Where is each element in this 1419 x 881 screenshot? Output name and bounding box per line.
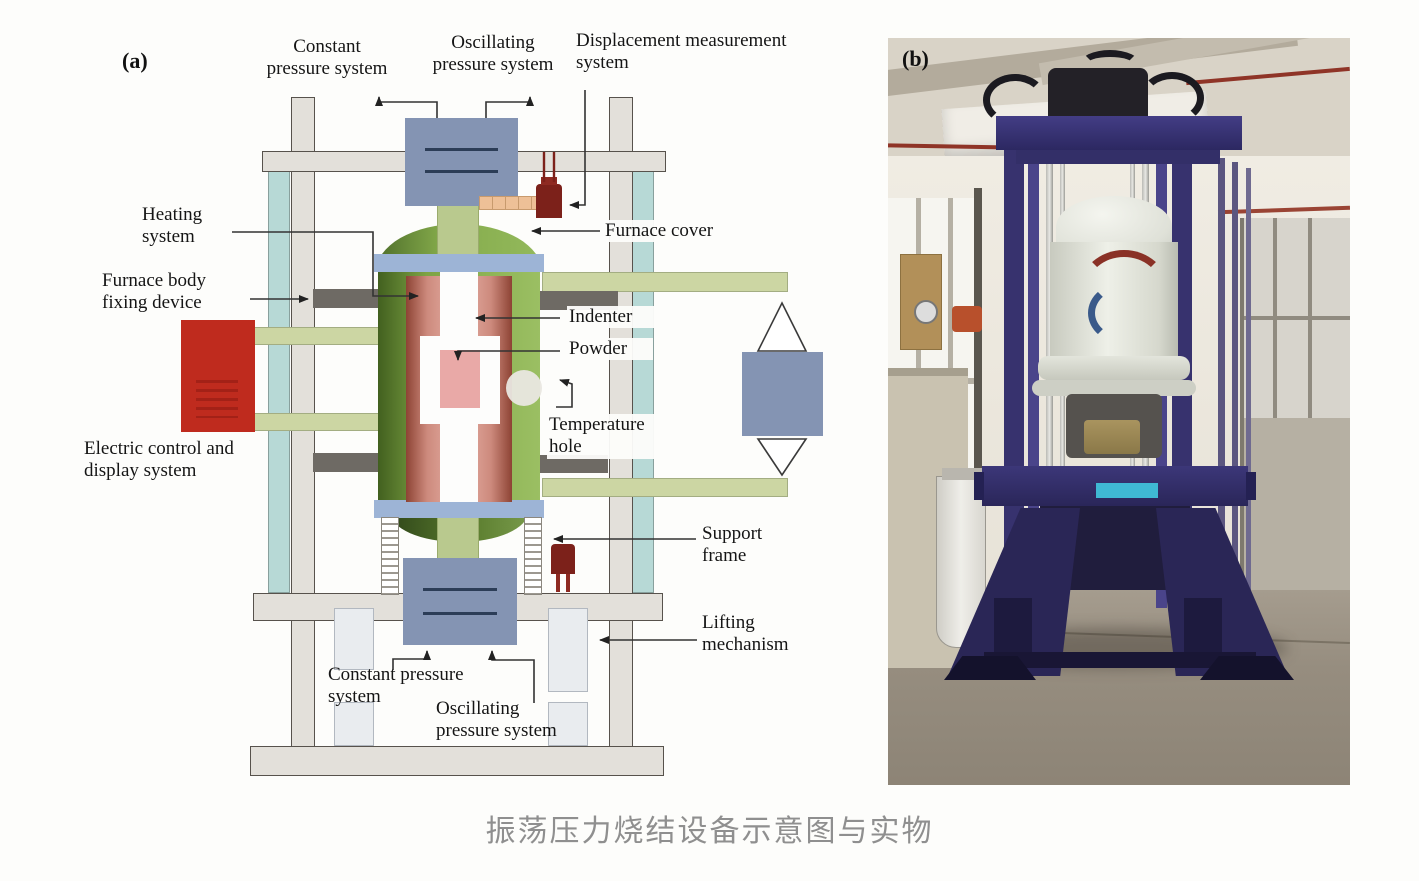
upper-press-ram [437,196,479,260]
photo-vessel-blue-hose [1088,282,1162,344]
fixing-bar-upper-right [538,291,618,310]
leader-lines [232,90,808,703]
label-support-frame: Support frame [702,523,763,567]
lifting-cylinder-left-upper [334,608,374,670]
photo-platform-cap-left [974,472,984,500]
photo-hose-center [1080,50,1140,78]
control-box-vents [196,380,238,418]
photo-brass-die [1084,420,1140,454]
photo-platform-cap-right [1246,472,1256,500]
displacement-sensor-cap [541,177,557,185]
displacement-sensor [536,184,562,218]
photo-vessel-flange-2 [1032,380,1196,396]
label-constant-pressure-top: Constant pressure system [266,36,388,80]
photo-rear-column-3 [1246,168,1251,608]
photo-crossbar [996,116,1242,150]
oscillation-indicator-box [742,352,823,436]
lifting-cylinder-right-upper [548,608,588,692]
fixing-bar-lower-right [538,455,608,473]
panel-b-tag: (b) [902,46,929,71]
photo-door-rail [1240,316,1350,320]
top-actuator-line-1 [425,148,498,151]
support-spring-left [381,517,399,595]
equipment-photo: (b) [888,38,1350,785]
top-actuator-line-2 [425,170,498,173]
furnace-lid-band-top [374,254,544,272]
photo-rear-column-1 [1218,158,1225,608]
temperature-hole-port [506,370,542,406]
photo-column-foot-right [1184,598,1222,656]
label-heating-system: Heating system [142,204,203,248]
photo-door-frame [1240,218,1244,658]
label-powder: Powder [567,338,653,361]
label-displacement-measurement: Displacement measurement system [576,30,787,74]
label-electric-control: Electric control and display system [84,438,234,482]
photo-column-foot-left [994,598,1032,656]
figure-caption: 振荡压力烧结设备示意图与实物 [485,815,934,848]
label-indenter: Indenter [567,306,663,329]
photo-vessel-flange [1038,356,1190,380]
bottom-sensor [551,544,575,574]
label-lifting-mechanism: Lifting mechanism [702,612,789,656]
photo-window-post [974,188,982,658]
lifting-cylinder-left-lower [334,702,374,746]
frame-base-plate [250,746,664,776]
photo-vessel-red-hose [1080,250,1168,328]
label-constant-pressure-bottom: Constant pressure system [328,664,464,708]
bottom-pressure-actuator [403,558,517,645]
sensor-pipe [479,196,537,210]
lower-press-ram [437,514,479,562]
support-beam-right-upper [542,272,788,292]
oscillation-down-triangle [756,438,808,477]
photo-crossbar-2 [1016,150,1220,164]
label-temperature-hole: Temperature hole [547,414,686,459]
label-furnace-cover: Furnace cover [603,220,737,243]
oscillation-up-triangle [756,301,808,352]
photo-aux-panel [900,254,942,350]
photo-cyan-nameplate [1096,483,1158,498]
label-furnace-body-fixing-device: Furnace body fixing device [102,270,206,314]
top-pressure-actuator [405,118,518,206]
support-beam-right-lower [542,478,788,497]
bottom-sensor-leg-2 [566,574,570,592]
photo-foot-bar [984,652,1256,668]
photo-guide-rod-1 [1046,142,1053,522]
bottom-actuator-line-1 [423,588,497,591]
photo-hose-right [1140,72,1204,124]
photo-aux-tank-cap [942,468,982,480]
photo-column-left-2 [1028,138,1039,608]
photo-aux-gauge [914,300,938,324]
label-oscillating-pressure-bottom: Oscillating pressure system [436,698,557,742]
photo-aux-red-valve [952,306,982,332]
furnace-lid-band-bottom [374,500,544,518]
bottom-actuator-line-2 [423,612,497,615]
photo-rear-column-2 [1232,162,1238,608]
panel-a-tag: (a) [122,48,148,73]
photo-hose-left [983,74,1047,126]
bottom-sensor-leg-1 [556,574,560,592]
label-oscillating-pressure-top: Oscillating pressure system [432,32,554,76]
support-spring-right [524,517,542,595]
lifting-cylinder-right-lower [548,702,588,746]
